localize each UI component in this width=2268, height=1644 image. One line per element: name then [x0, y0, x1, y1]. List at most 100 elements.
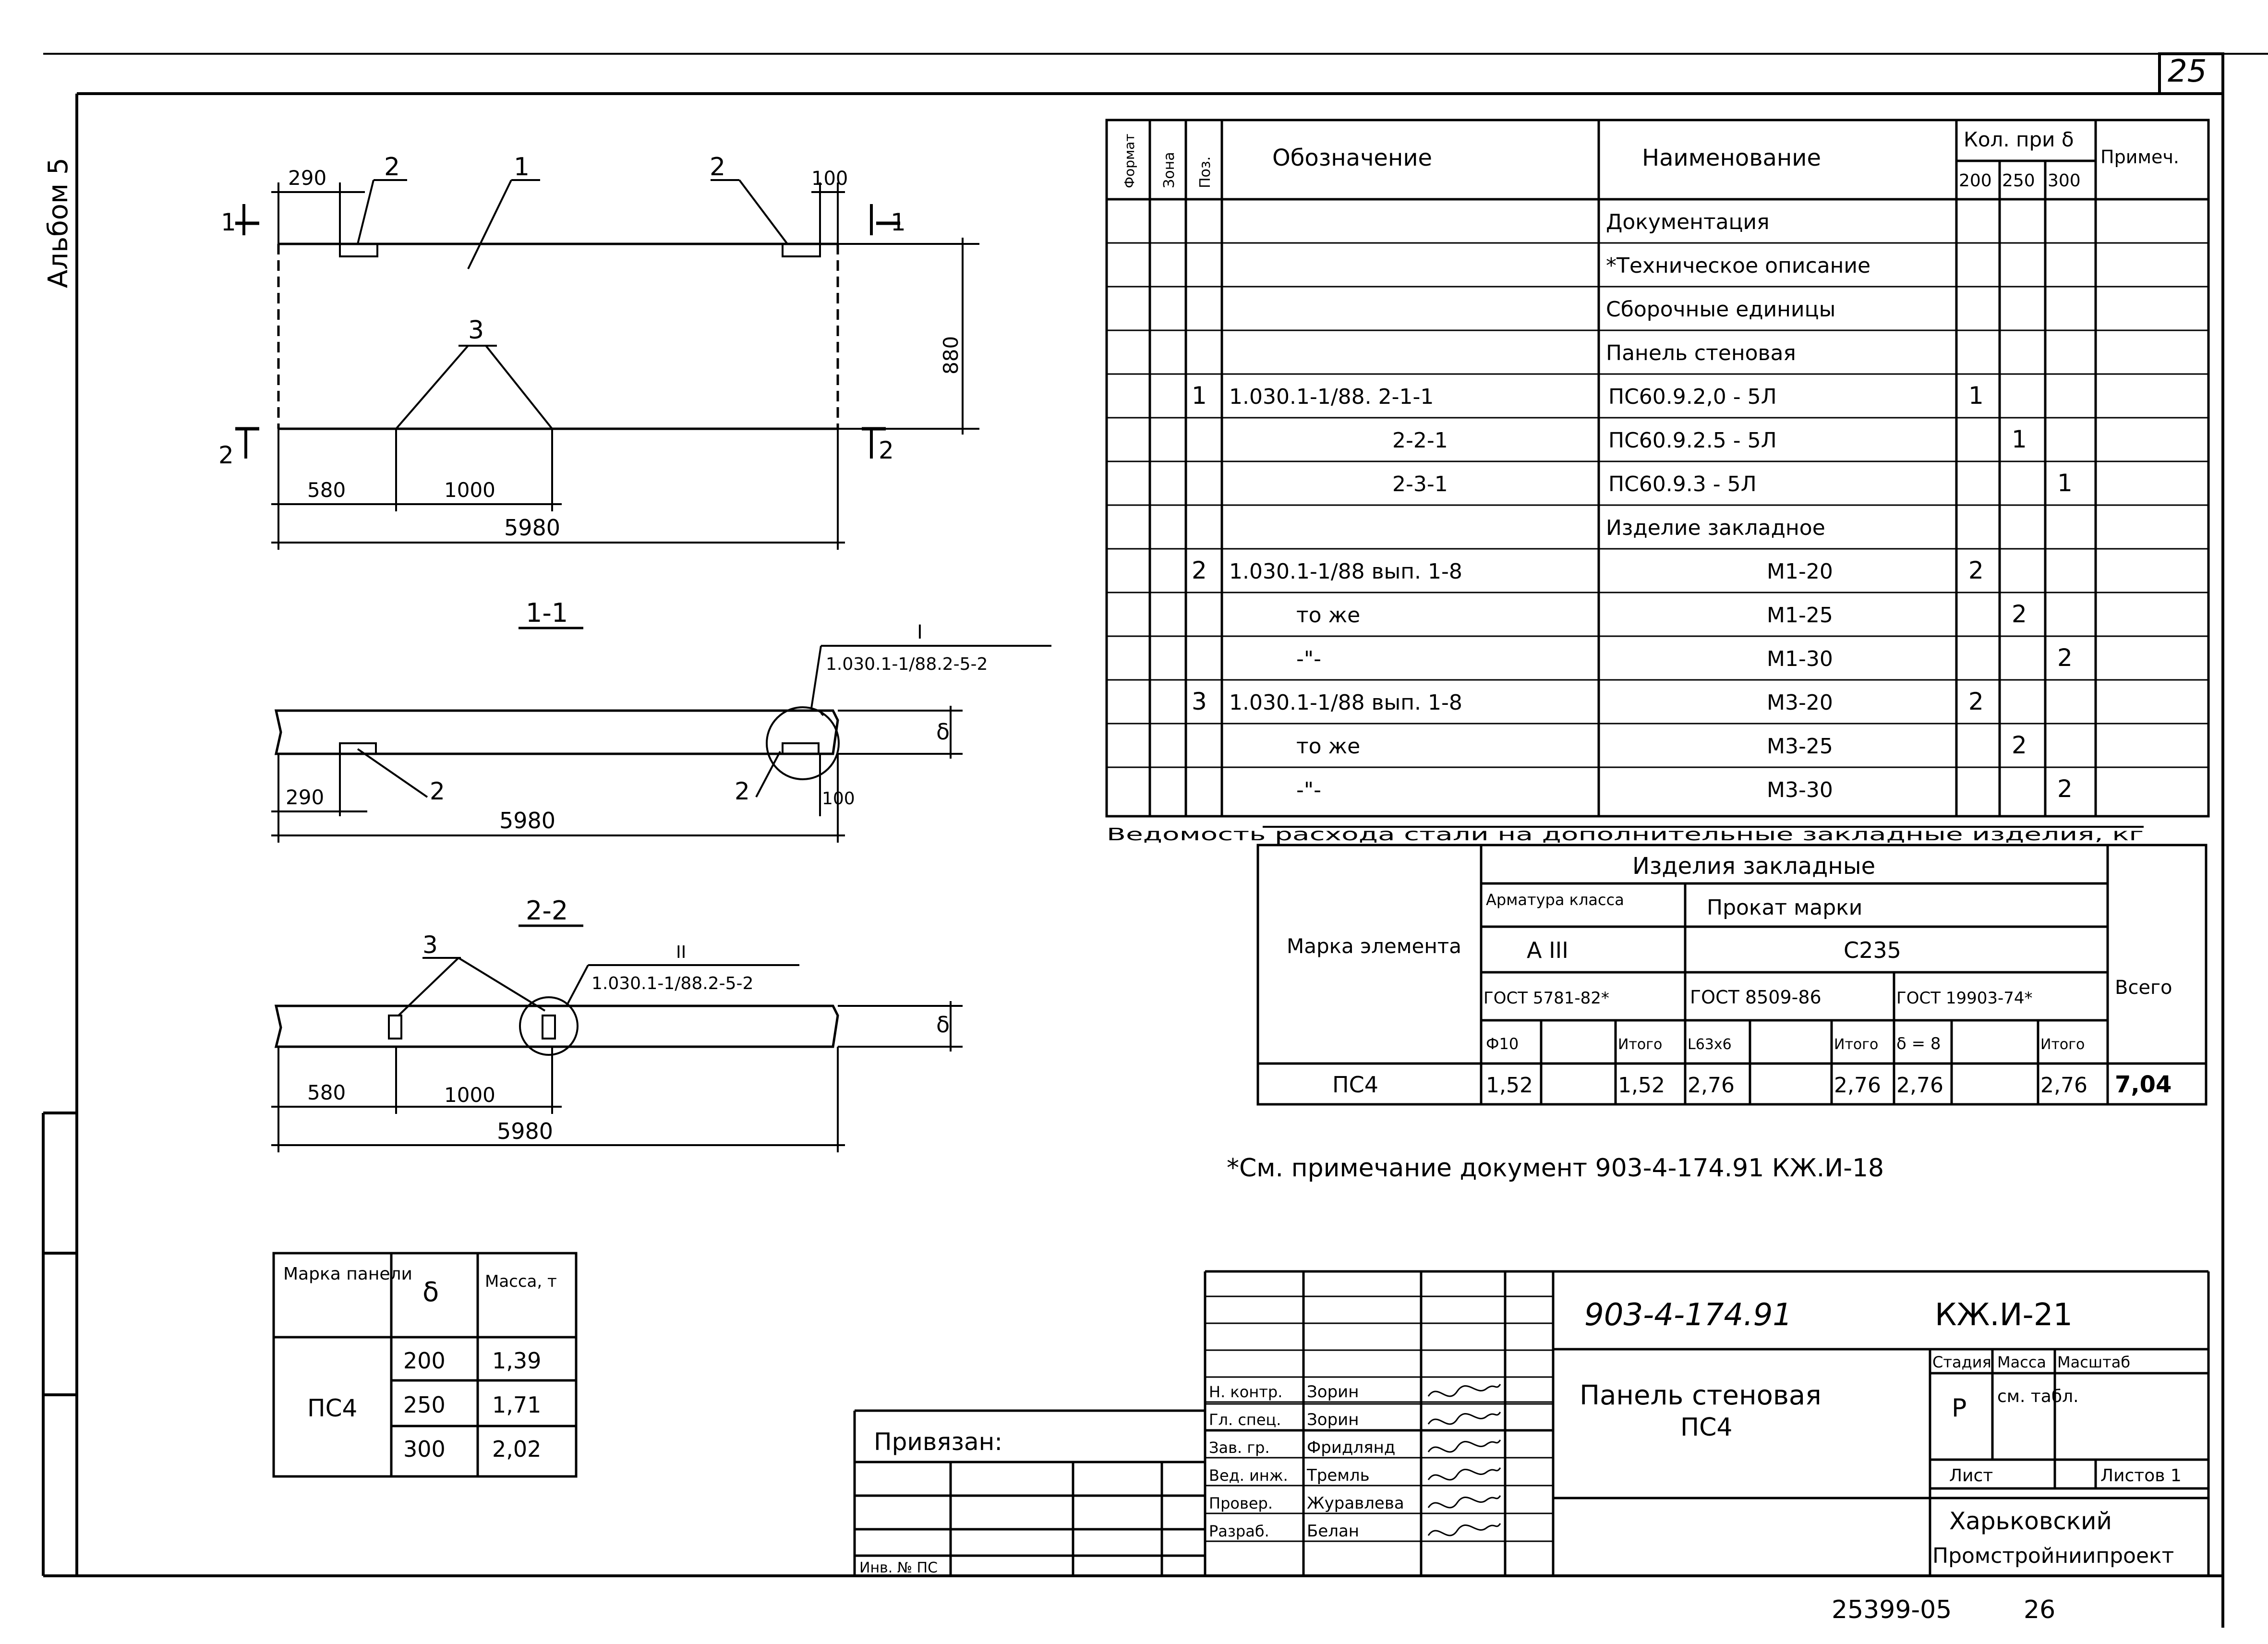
- stamp-person-name: Фридлянд: [1307, 1438, 1395, 1457]
- steel-grade: С235: [1844, 937, 1901, 963]
- mass-value: см. табл.: [1997, 1387, 2079, 1406]
- mass-header: Масса: [1997, 1353, 2046, 1371]
- stamp-role: Зав. гр.: [1209, 1438, 1270, 1457]
- stamp-role: Вед. инж.: [1209, 1466, 1288, 1485]
- callout-3-section: 3: [422, 931, 438, 959]
- steel-caption: Ведомость расхода стали на дополнительны…: [1107, 825, 2144, 845]
- specification-table: Формат Зона Поз. Обозначение Наименовани…: [1105, 119, 2210, 818]
- steel-mark-header: Марка элемента: [1287, 934, 1461, 958]
- mass-mark: ПС4: [307, 1394, 357, 1422]
- steel-row-itogo2: 2,76: [1834, 1073, 1881, 1098]
- spec-row-designation: -"-: [1296, 778, 1321, 802]
- stamp-person-name: Белан: [1307, 1522, 1359, 1541]
- stamp-role: Гл. спец.: [1209, 1411, 1281, 1429]
- spec-rows: Документация*Техническое описаниеСборочн…: [1192, 210, 2073, 803]
- spec-row-qty-300: 2: [2057, 644, 2073, 672]
- spec-row-qty-200: 2: [1968, 556, 1984, 584]
- steel-sub-itogo2: Итого: [1834, 1036, 1878, 1053]
- spec-row-name: М1-25: [1767, 603, 1833, 628]
- steel-row-total: 7,04: [2115, 1071, 2171, 1098]
- footnote: *См. примечание документ 903-4-174.91 КЖ…: [1227, 1154, 1884, 1183]
- bottom-sheet: 26: [2024, 1596, 2055, 1624]
- spec-row-name: ПС60.9.3 - 5Л: [1608, 472, 1757, 496]
- dim-580-section: 580: [307, 1081, 346, 1104]
- steel-gost1: ГОСТ 5781-82*: [1484, 989, 1609, 1008]
- title-block: Привязан: Инв. № ПС 903-4-174.91 КЖ.И-21…: [853, 1270, 2210, 1576]
- section-2-2: 2-2 3 II 1.030.1-1/88.2-5-2 δ 580 1000 5…: [271, 895, 963, 1152]
- spec-row: *Техническое описание: [1606, 254, 1870, 278]
- spec-row: Панель стеновая: [1606, 341, 1796, 365]
- spec-row-qty-250: 2: [2012, 731, 2027, 759]
- stage-value: Р: [1952, 1394, 1966, 1423]
- spec-header-format: Формат: [1122, 133, 1137, 188]
- steel-sub-itogo3: Итого: [2040, 1036, 2085, 1053]
- dim-5980-section-2: 5980: [497, 1118, 553, 1144]
- org-name-2: Промстройниипроект: [1932, 1544, 2174, 1568]
- spec-header-name: Наименование: [1642, 145, 1821, 171]
- cut-label-1-left: 1: [221, 208, 236, 236]
- spec-row-designation: 2-2-1: [1392, 428, 1448, 453]
- spec-row-designation: -"-: [1296, 647, 1321, 671]
- spec-header-250: 250: [2002, 171, 2035, 191]
- spec-header-designation: Обозначение: [1272, 145, 1432, 171]
- steel-rolled: Прокат марки: [1707, 895, 1862, 920]
- dim-290: 290: [288, 166, 326, 190]
- stamp-role: Провер.: [1209, 1494, 1273, 1512]
- cut-label-2-right: 2: [879, 436, 894, 464]
- signature: [1427, 1467, 1501, 1481]
- steel-row-plate: 2,76: [1896, 1073, 1943, 1098]
- dim-1000-section: 1000: [444, 1083, 495, 1107]
- spec-row-qty-300: 2: [2057, 775, 2073, 803]
- bottom-code: 25399-05: [1832, 1596, 1952, 1624]
- spec-row-name: М1-20: [1767, 559, 1833, 584]
- inventory-label: Инв. № ПС: [859, 1559, 938, 1576]
- spec-row-designation: 2-3-1: [1392, 472, 1448, 496]
- signature: [1427, 1384, 1501, 1397]
- mass-header-mark-1: Марка панели: [283, 1264, 412, 1284]
- stamp-role: Разраб.: [1209, 1522, 1269, 1540]
- spec-row-qty-300: 1: [2057, 469, 2073, 497]
- steel-sub-angle: L63x6: [1688, 1036, 1732, 1053]
- spec-row-name: Панель стеновая: [1606, 341, 1796, 365]
- node-ref-2-2: 1.030.1-1/88.2-5-2: [591, 974, 753, 993]
- spec-row: то же М1-25 2: [1296, 600, 2027, 628]
- spec-row-qty-200: 1: [1968, 382, 1984, 410]
- sheet-frame: [42, 52, 2268, 1628]
- spec-row-name: Сборочные единицы: [1606, 297, 1835, 322]
- spec-header-note: Примеч.: [2100, 146, 2179, 168]
- stamp-person-name: Тремль: [1306, 1466, 1370, 1485]
- spec-row-name: М1-30: [1767, 647, 1833, 671]
- page-number: 25: [2168, 54, 2207, 89]
- steel-sub-plate: δ = 8: [1896, 1034, 1941, 1053]
- mass-header-mass: Масса, т: [485, 1272, 557, 1291]
- callout-2-section-left: 2: [430, 777, 445, 805]
- spec-header-qty: Кол. при δ: [1964, 128, 2074, 151]
- steel-row-itogo3: 2,76: [2040, 1073, 2087, 1098]
- spec-row-designation: то же: [1296, 603, 1360, 628]
- signature: [1427, 1495, 1501, 1509]
- signature: [1427, 1412, 1501, 1425]
- steel-gost3: ГОСТ 19903-74*: [1896, 989, 2033, 1008]
- spec-header-zone: Зона: [1161, 152, 1178, 188]
- node-I-label: I: [917, 621, 923, 643]
- cut-label-1-right: 1: [891, 208, 906, 236]
- section-1-1-title: 1-1: [526, 598, 568, 628]
- spec-row-qty-250: 2: [2012, 600, 2027, 628]
- stamp-title-mark: ПС4: [1680, 1413, 1733, 1442]
- callout-2-left: 2: [384, 153, 400, 181]
- spec-row-name: Изделие закладное: [1606, 516, 1825, 540]
- section-1-1: 1-1 I 1.030.1-1/88.2-5-2 δ 290 2 2 1: [271, 598, 1051, 843]
- spec-row-pos: 3: [1192, 688, 1207, 715]
- stamp-title: Панель стеновая: [1580, 1380, 1822, 1411]
- spec-row-name: ПС60.9.2,0 - 5Л: [1608, 385, 1777, 409]
- signature: [1427, 1523, 1501, 1536]
- dim-5980: 5980: [504, 515, 560, 541]
- spec-row-pos: 2: [1192, 556, 1207, 584]
